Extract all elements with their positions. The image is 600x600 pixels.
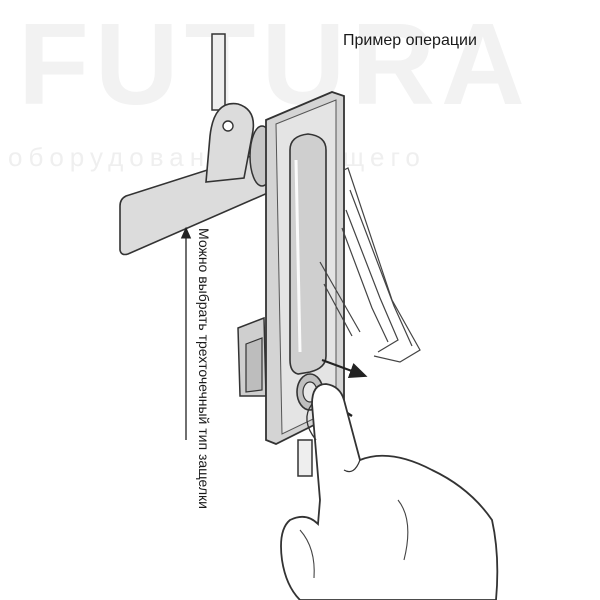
lever-arm <box>119 102 271 256</box>
hand <box>280 383 499 600</box>
rod-top <box>211 33 226 111</box>
mounting-block <box>237 316 267 397</box>
watermark-brand: FUTURA <box>18 0 531 129</box>
ghost-handle <box>319 167 421 363</box>
operation-example-caption: Пример операции <box>343 32 477 49</box>
rod-bottom <box>297 439 313 477</box>
latch-type-note: Можно выбрать трехточечный тип защелки <box>196 228 212 509</box>
arrow-release <box>321 359 368 379</box>
